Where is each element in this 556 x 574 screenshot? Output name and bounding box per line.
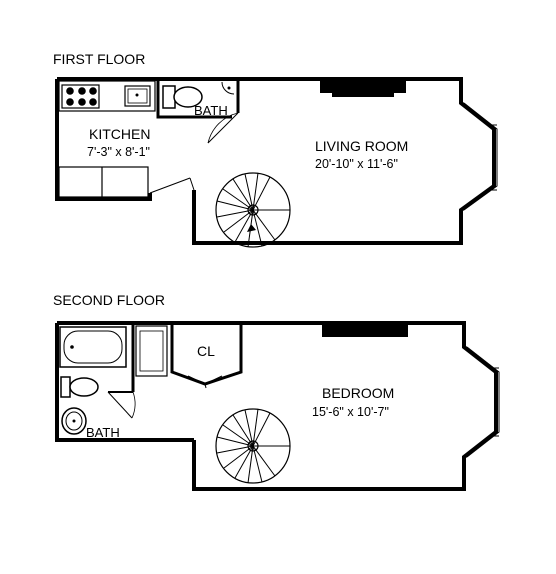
second-floor-sink-icon (61, 407, 87, 435)
living-room-dimensions: 20'-10" x 11'-6" (315, 157, 398, 171)
stove-icon (61, 84, 100, 109)
first-floor-toilet-icon (162, 85, 203, 109)
first-floor-exterior-wall (57, 77, 496, 245)
second-floor-bath-door (107, 391, 133, 419)
kitchen-sink-icon (124, 85, 151, 107)
first-floor-plan: BATH KITCHEN 7'-3" x 8'-1" LIVING ROOM 2… (55, 77, 498, 248)
first-floor-fireplace (320, 79, 406, 93)
first-floor-bath-wall (156, 79, 232, 119)
second-floor-plan: CL BATH BEDROOM 15'-6" x 10'-7" (55, 321, 500, 491)
bedroom-label: BEDROOM (322, 385, 394, 401)
bathtub-icon (59, 326, 127, 368)
second-floor-exterior-wall-left (55, 323, 194, 442)
second-floor-exterior-wall (57, 321, 498, 491)
second-floor-spiral-stair-icon (215, 408, 291, 484)
second-floor-bath-label: BATH (86, 425, 120, 440)
first-floor-bath-door (207, 112, 239, 144)
first-floor-entry-door (149, 177, 191, 194)
first-floor-bath-sink-icon (221, 81, 235, 95)
bedroom-dimensions: 15'-6" x 10'-7" (312, 405, 389, 419)
first-floor-heading: FIRST FLOOR (53, 51, 145, 67)
kitchen-label: KITCHEN (89, 126, 150, 142)
second-floor-heading: SECOND FLOOR (53, 292, 165, 308)
closet-label: CL (197, 343, 215, 359)
kitchen-dimensions: 7'-3" x 8'-1" (87, 145, 150, 159)
first-floor-bay-window (463, 102, 498, 211)
first-floor-bath-label: BATH (194, 103, 228, 118)
second-floor-bay-window (466, 346, 500, 458)
first-floor-spiral-stair-icon (215, 172, 291, 248)
second-floor-fireplace (322, 323, 408, 337)
second-floor-toilet-icon (60, 376, 99, 398)
first-floor-lower-counter (58, 166, 149, 198)
living-room-label: LIVING ROOM (315, 138, 408, 154)
first-floor-exterior-wall-left (55, 79, 152, 201)
